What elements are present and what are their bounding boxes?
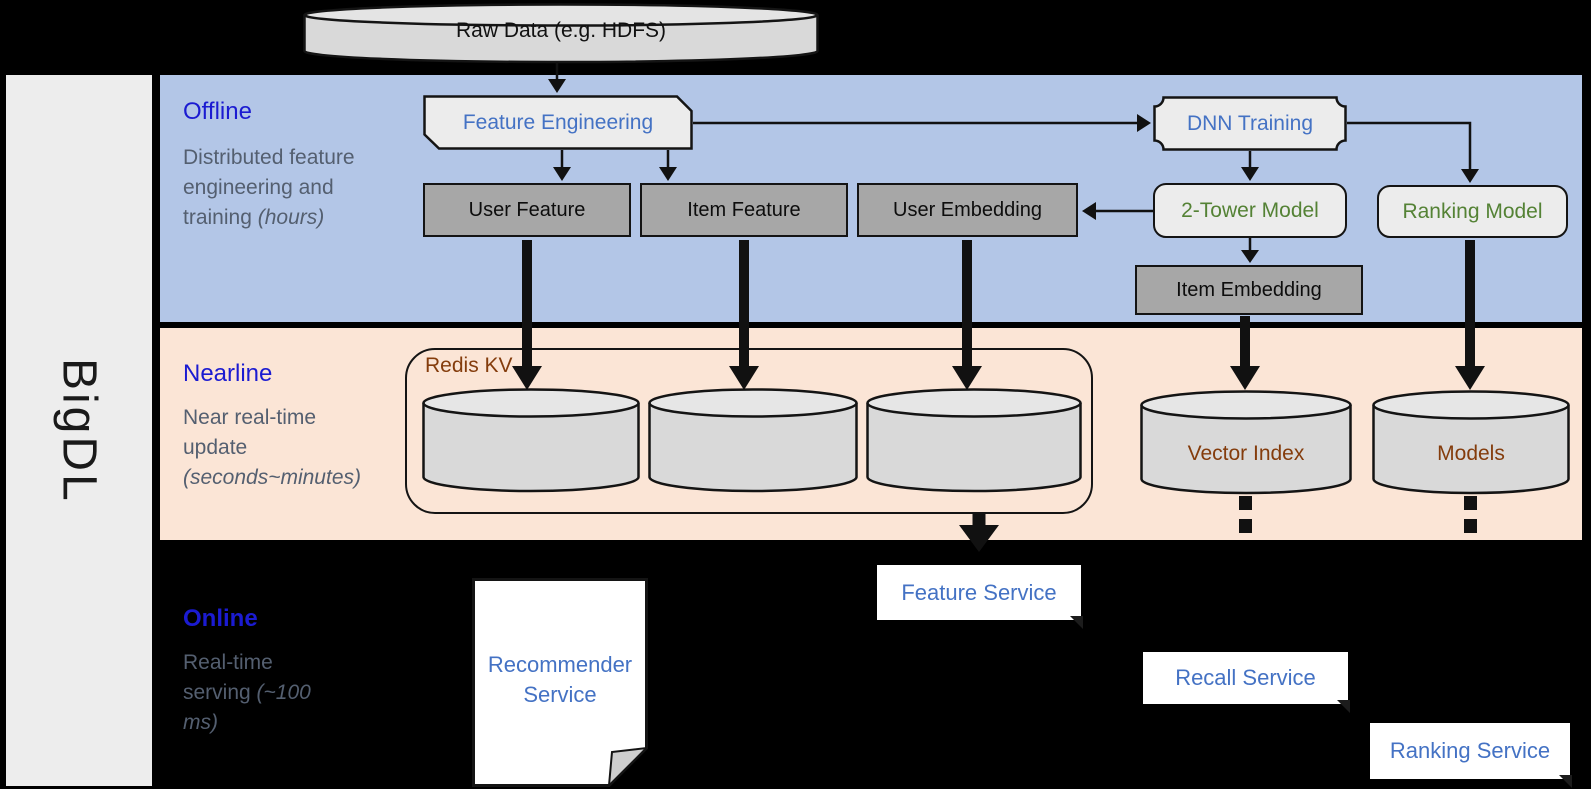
- dnn-training-label: DNN Training: [1186, 111, 1314, 135]
- redis-kv-container: [405, 348, 1093, 514]
- cylinder-shape: [1372, 390, 1570, 495]
- document-shape: [472, 578, 648, 787]
- ranking-model-label: Ranking Model: [1402, 199, 1543, 223]
- item-feature-node: Item Feature: [640, 183, 848, 237]
- bigdl-logo-text: BigDL: [52, 357, 106, 504]
- models-label: Models: [1437, 442, 1505, 465]
- ranking-service-label: Ranking Service: [1389, 738, 1551, 763]
- ranking-model-node: Ranking Model: [1377, 185, 1568, 238]
- user-feature-label: User Feature: [468, 198, 586, 221]
- user-feature-node: User Feature: [423, 183, 631, 237]
- offline-section-description: Distributed feature engineering and trai…: [183, 146, 355, 229]
- online-section-description: Real-time serving (~100 ms): [183, 651, 311, 734]
- cylinder-shape: [648, 388, 858, 493]
- ranking-service-node: Ranking Service: [1370, 723, 1572, 788]
- feature-service-label: Feature Service: [901, 579, 1057, 605]
- folded-corner-icon: [1070, 616, 1083, 629]
- item-feature-label: Item Feature: [687, 198, 801, 221]
- feature-service-node: Feature Service: [877, 565, 1083, 629]
- user-embedding-label: User Embedding: [893, 198, 1042, 221]
- two-tower-model-label: 2-Tower Model: [1181, 198, 1319, 222]
- redis-kv-label: Redis KV: [425, 354, 513, 377]
- feature-engineering-node: Feature Engineering: [423, 95, 693, 150]
- redis-shard-cylinder-3: [866, 388, 1082, 493]
- vector-index-label: Vector Index: [1187, 442, 1305, 465]
- dnn-training-node: DNN Training: [1153, 96, 1347, 151]
- recommender-service-node: Recommender Service: [472, 578, 648, 787]
- redis-shard-cylinder-1: [422, 388, 640, 493]
- recall-service-label: Recall Service: [1175, 665, 1316, 690]
- feature-engineering-shape: [423, 95, 693, 150]
- raw-data-label: Raw Data (e.g. HDFS): [455, 19, 667, 42]
- nearline-section-title: Nearline: [183, 360, 273, 387]
- two-tower-model-node: 2-Tower Model: [1153, 183, 1347, 238]
- online-section-title: Online: [183, 605, 258, 632]
- cylinder-shape: [422, 388, 640, 493]
- cylinder-shape: [866, 388, 1082, 493]
- recall-service-node: Recall Service: [1143, 652, 1350, 713]
- offline-section-title: Offline: [183, 98, 252, 125]
- item-embedding-node: Item Embedding: [1135, 265, 1363, 315]
- item-embedding-label: Item Embedding: [1176, 278, 1322, 301]
- folded-corner-icon: [1559, 775, 1572, 788]
- dnn-training-shape: [1153, 96, 1347, 151]
- feature-engineering-label: Feature Engineering: [462, 110, 654, 134]
- redis-shard-cylinder-2: [648, 388, 858, 493]
- cylinder-shape: [303, 3, 819, 64]
- models-store: Models: [1372, 390, 1570, 495]
- cylinder-shape: [1140, 390, 1352, 495]
- folded-corner-icon: [1337, 700, 1350, 713]
- raw-data-store: Raw Data (e.g. HDFS): [303, 3, 819, 64]
- vector-index-store: Vector Index: [1140, 390, 1352, 495]
- recommender-service-label: Recommender Service: [487, 652, 633, 707]
- nearline-section-description: Near real-time update (seconds~minutes): [183, 406, 361, 489]
- user-embedding-node: User Embedding: [857, 183, 1078, 237]
- bigdl-sidebar: BigDL: [6, 75, 152, 786]
